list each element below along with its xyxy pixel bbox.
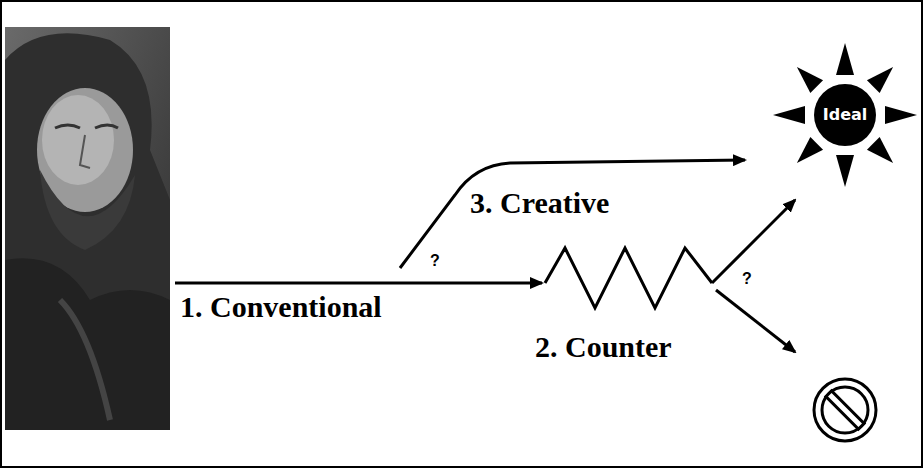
- path-label: 1. Conventional: [180, 290, 382, 323]
- portrait: [5, 27, 170, 430]
- counter-zigzag: [545, 248, 712, 308]
- counter-to-ideal-arrow: [712, 200, 795, 283]
- path-label: 3. Creative: [470, 186, 609, 219]
- path-label: 2. Counter: [535, 330, 672, 363]
- arrows: [175, 160, 795, 352]
- creative-arrow: [400, 160, 745, 268]
- node-text: Ideal: [823, 106, 868, 124]
- ideal-circle: Ideal: [814, 84, 876, 146]
- counter-to-prohibited-arrow: [716, 290, 795, 352]
- prohibition-sign: [814, 379, 876, 441]
- sun-rays: [773, 43, 917, 187]
- question-mark: ?: [742, 270, 752, 288]
- question-mark: ?: [430, 252, 440, 270]
- conventional-arrow: [175, 282, 542, 285]
